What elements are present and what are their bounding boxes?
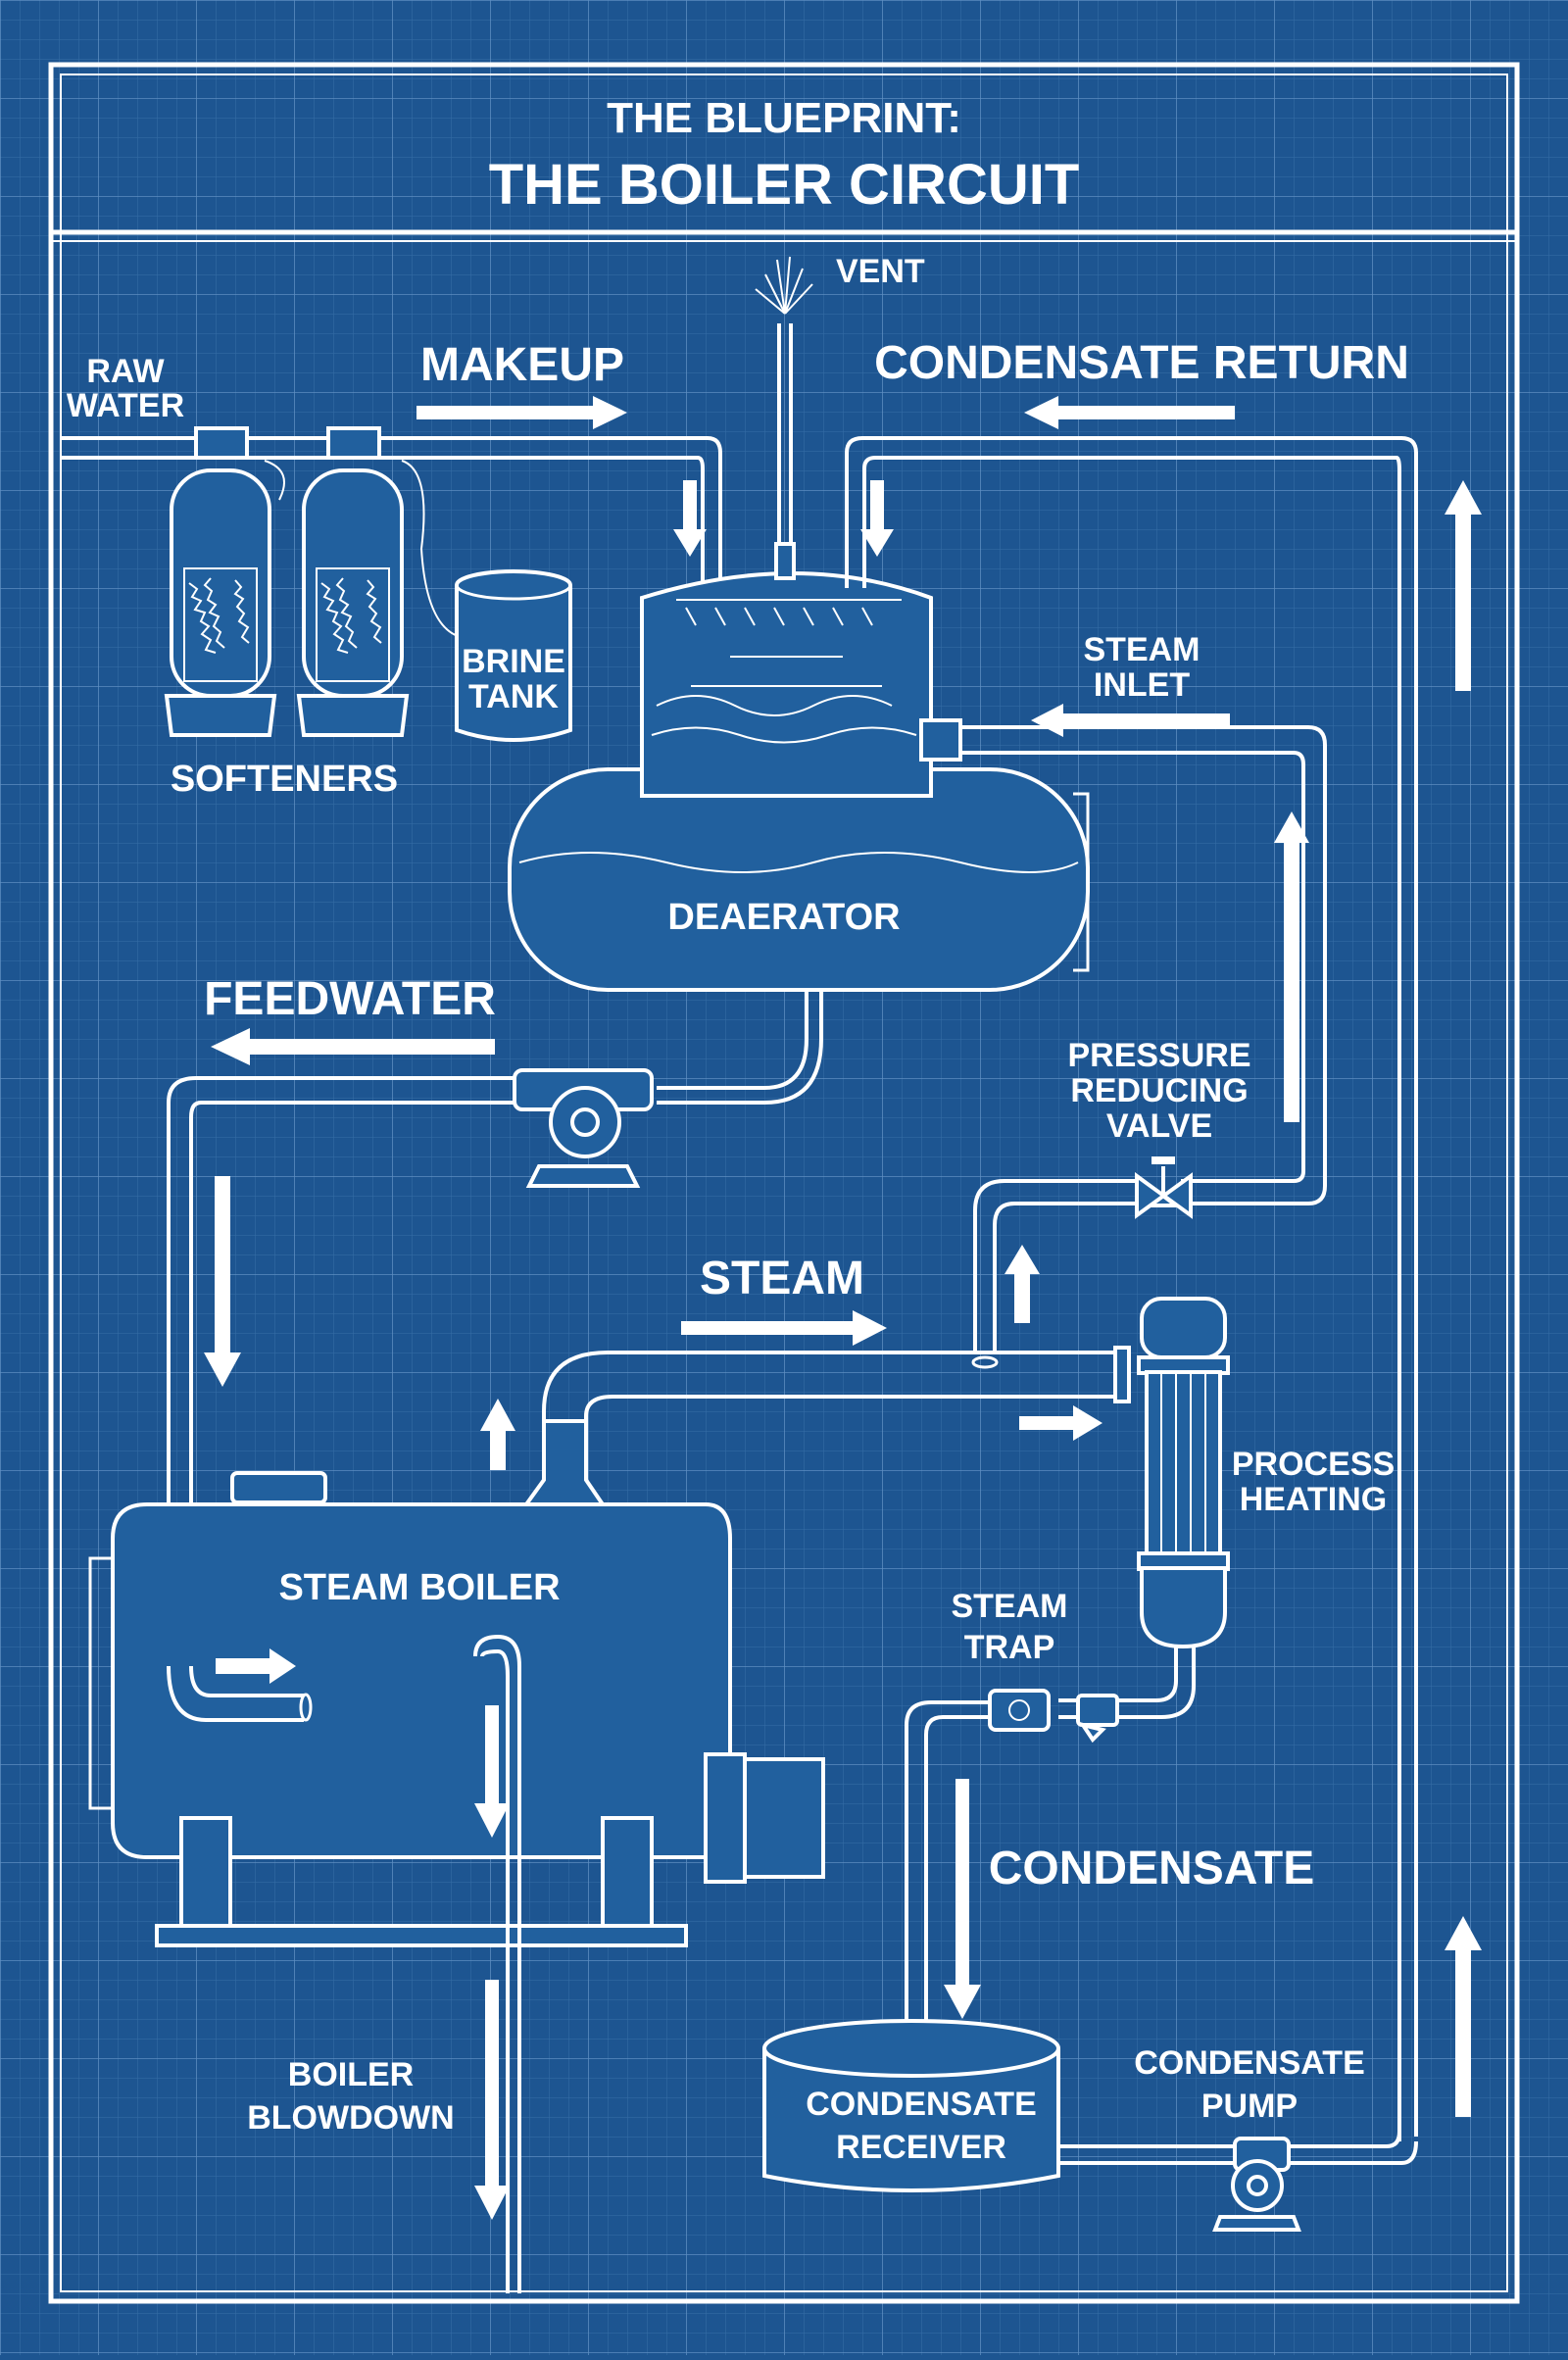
steam-label: STEAM — [700, 1253, 864, 1304]
steam-trap-line — [905, 1647, 1196, 2029]
receiver-outlet-pipe — [1058, 2144, 1240, 2165]
deaerator-tank — [508, 767, 1090, 992]
process-right-arrow — [1019, 1405, 1102, 1441]
brine-line — [264, 460, 462, 638]
steam-header-pipe — [522, 1346, 1131, 1506]
boiler-inlet-arrow — [216, 1648, 296, 1684]
process-heating-label-1: PROCESS — [1232, 1446, 1395, 1483]
steam-trap — [988, 1689, 1119, 1744]
condensate-pump — [1212, 2137, 1301, 2232]
steam-inlet-pipe — [919, 718, 1327, 1205]
title-line1: THE BLUEPRINT: — [607, 94, 961, 142]
brine-tank — [455, 569, 572, 742]
boiler-blowdown-label-2: BLOWDOWN — [247, 2099, 455, 2137]
steam-trap-label-1: STEAM — [952, 1588, 1068, 1625]
vent-label: VENT — [836, 253, 925, 290]
outer-frame — [48, 62, 1520, 2304]
steam-trap-label-2: TRAP — [964, 1629, 1055, 1666]
makeup-down-arrow — [673, 480, 707, 557]
condensate-receiver-label-2: RECEIVER — [836, 2129, 1006, 2166]
pump-up-arrow — [1445, 1916, 1482, 2117]
blowdown-down-arrow — [474, 1980, 510, 2220]
steam-inlet-label-2: INLET — [1094, 666, 1190, 704]
boiler-up-arrow — [480, 1399, 515, 1470]
brine-tank-label-2: TANK — [468, 678, 559, 715]
steam-up-arrow — [1004, 1245, 1040, 1323]
condensate-down-arrow — [944, 1779, 981, 2019]
condensate-pump-label-2: PUMP — [1201, 2088, 1298, 2125]
feedwater-down-arrow — [204, 1176, 241, 1387]
prv-label-3: VALVE — [1106, 1107, 1212, 1145]
prv-riser-pipe — [973, 1179, 1137, 1352]
condensate-receiver — [762, 2019, 1060, 2192]
deaerator-head — [640, 571, 933, 798]
condensate-pump-label-1: CONDENSATE — [1134, 2044, 1365, 2082]
deaerator-label: DEAERATOR — [667, 897, 900, 938]
vent-pipe — [755, 256, 813, 580]
return-up-arrow — [1445, 480, 1482, 691]
raw-water-pipe — [61, 436, 722, 588]
steam-inlet-label-1: STEAM — [1084, 631, 1200, 668]
pressure-reducing-valve — [1135, 1156, 1193, 1219]
feedwater-pump — [513, 1068, 654, 1188]
feedwater-inlet-nozzle — [299, 1693, 313, 1722]
boiler-blowdown-label-1: BOILER — [288, 2056, 414, 2093]
flow-arrows — [204, 396, 1482, 2220]
makeup-arrow — [416, 396, 627, 429]
blowdown-pipe — [473, 1634, 521, 2293]
steam-tap — [971, 1355, 999, 1369]
makeup-label: MAKEUP — [420, 339, 624, 391]
brine-tank-label-1: BRINE — [462, 643, 565, 680]
condensate-return-pipe — [845, 436, 1418, 2141]
return-down-arrow — [860, 480, 894, 557]
title-line2: THE BOILER CIRCUIT — [489, 153, 1080, 217]
softener-1 — [164, 426, 277, 737]
softener-2 — [296, 426, 410, 737]
feedwater-arrow — [211, 1028, 495, 1065]
prv-label-2: REDUCING — [1070, 1072, 1248, 1109]
steam-boiler — [88, 1471, 825, 1947]
raw-water-label-2: WATER — [67, 387, 184, 424]
raw-water-label-1: RAW — [86, 353, 165, 390]
feedwater-inlet-pipe — [167, 1665, 304, 1722]
steam-boiler-label: STEAM BOILER — [278, 1567, 560, 1608]
process-heating-label-2: HEATING — [1240, 1481, 1387, 1518]
condensate-return-arrow — [1024, 396, 1235, 429]
boiler-down-arrow — [474, 1705, 510, 1838]
softeners-label: SOFTENERS — [171, 759, 398, 800]
pump-discharge-pipe — [1284, 2131, 1418, 2165]
feedwater-pipe — [167, 990, 823, 1666]
condensate-return-label: CONDENSATE RETURN — [874, 337, 1409, 389]
steam-right-arrow — [681, 1310, 887, 1346]
prv-up-arrow — [1274, 811, 1309, 1122]
process-heat-exchanger — [1137, 1297, 1230, 1649]
condensate-receiver-label-1: CONDENSATE — [806, 2086, 1037, 2123]
feedwater-label: FEEDWATER — [204, 973, 496, 1025]
steam-inlet-arrow — [1031, 704, 1230, 737]
inner-frame — [60, 74, 1508, 2292]
condensate-label: CONDENSATE — [989, 1843, 1314, 1894]
prv-label-1: PRESSURE — [1067, 1037, 1250, 1074]
